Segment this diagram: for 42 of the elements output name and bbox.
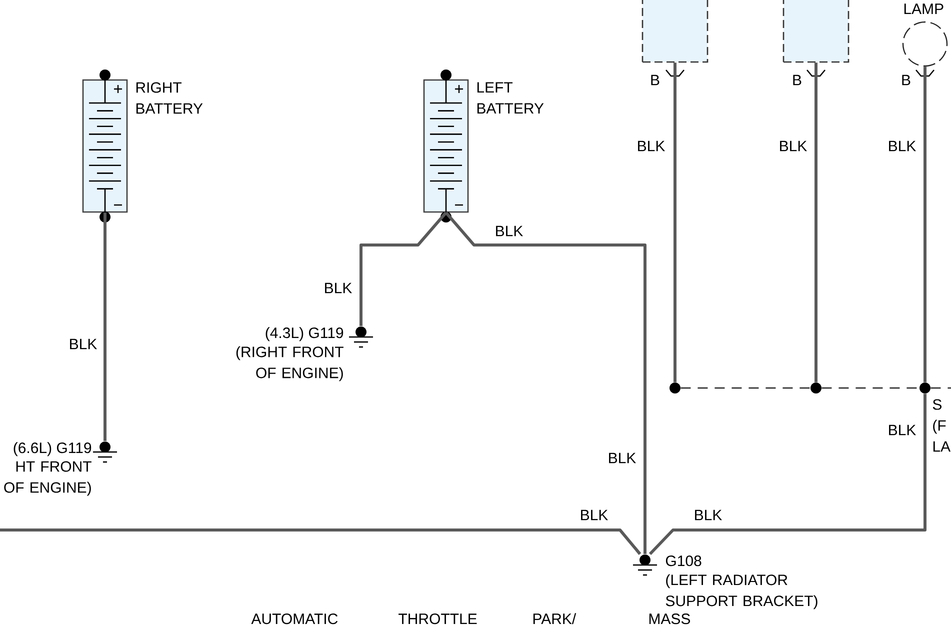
wire [924, 66, 926, 382]
component-box [642, 0, 708, 63]
component-label: PARK/ [533, 613, 576, 624]
splice-label: S (F LA [932, 399, 951, 452]
lamp-label: LAMP [904, 4, 944, 14]
component-label: AUTOMATIC [251, 614, 338, 624]
wire-label: BLK [636, 140, 666, 152]
ground-label: (RIGHT FRONT OF ENGINE) [236, 346, 344, 382]
wire [822, 387, 920, 389]
pin-label: B [900, 74, 912, 86]
battery-label: LEFT BATTERY [477, 82, 544, 114]
wire [0, 528, 642, 555]
wire-label: BLK [606, 452, 638, 464]
component-label: THROTTLE [398, 614, 477, 624]
wire [814, 62, 818, 382]
ground-label: (6.6L) G119 [14, 442, 92, 456]
wire-label: BLK [886, 424, 918, 436]
ground-label: G108 [666, 556, 702, 566]
component-box [782, 0, 850, 63]
splice-dot [920, 382, 930, 394]
wire [680, 387, 810, 389]
splice-dot [810, 382, 822, 394]
wire-label: BLK [494, 224, 524, 238]
wire-label: BLK [322, 282, 354, 294]
wire [104, 212, 106, 441]
battery-label: RIGHT BATTERY [136, 82, 203, 114]
wire-label: BLK [578, 508, 610, 522]
wire [444, 212, 646, 554]
wire-label: BLK [68, 338, 98, 350]
wire [674, 62, 676, 382]
wire [930, 387, 951, 389]
ground-label: (LEFT RADIATOR SUPPORT BRACKET) [666, 574, 818, 610]
pin-label: B [791, 74, 803, 86]
wire-label: BLK [886, 140, 918, 152]
ground-label: HT FRONT OF ENGINE) [4, 461, 92, 496]
splice-dot [670, 382, 680, 394]
wire [648, 394, 926, 556]
ground-label: (4.3L) G119 [266, 327, 344, 342]
wire-label: BLK [692, 508, 724, 522]
wire [360, 212, 448, 326]
pin-label: B [649, 74, 661, 86]
wire-label: BLK [778, 140, 808, 152]
